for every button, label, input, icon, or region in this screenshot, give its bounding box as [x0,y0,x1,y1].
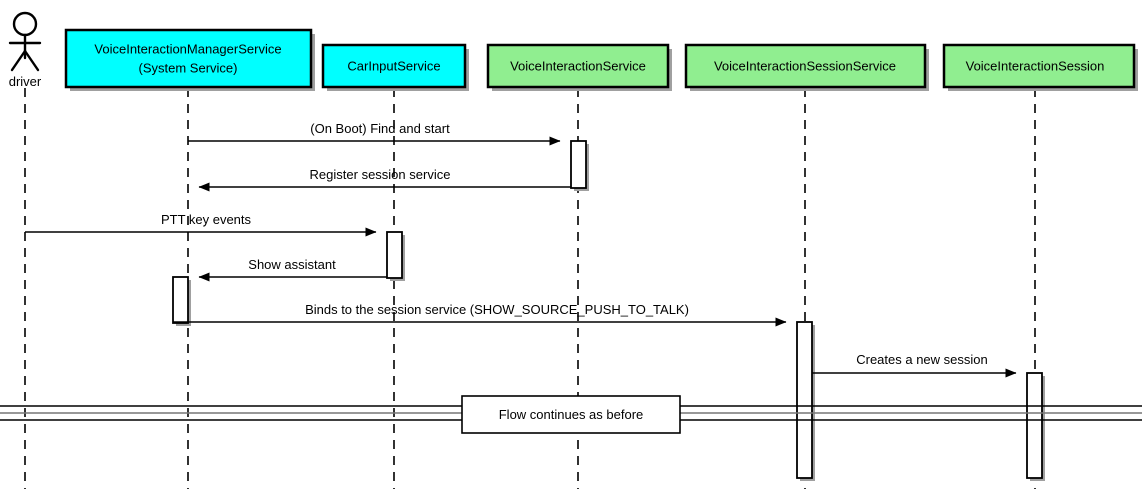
participant-vims-label-line1: VoiceInteractionManagerService [94,41,281,56]
participant-viss-box[interactable] [684,43,927,89]
activation-carinput [386,231,405,281]
message-show-assistant: Show assistant [198,257,387,282]
message-label: (On Boot) Find and start [310,121,450,136]
participant-vis-box[interactable] [486,43,670,89]
participant-visession-box[interactable] [942,43,1136,89]
activations-group [172,140,1045,481]
activation-viss-bar [796,321,813,479]
flow-divider-note-label: Flow continues as before [499,407,644,422]
participant-visession[interactable]: VoiceInteractionSession [942,43,1138,91]
participant-carinput-box[interactable] [321,43,467,89]
message-label: Show assistant [248,257,336,272]
actor-leg-left-icon [10,49,27,72]
message-on-boot-find-and-start: (On Boot) Find and start [188,121,561,146]
activation-viss [796,321,815,481]
driver-actor: driver [9,11,42,89]
activation-vis-bar [570,140,587,189]
message-ptt-key-events: PTT key events [25,212,377,237]
activation-vims-bar [172,276,189,324]
driver-actor-label: driver [9,74,42,89]
message-label: Binds to the session service (SHOW_SOURC… [305,302,689,317]
participant-carinput[interactable]: CarInputService [321,43,469,91]
actor-head-icon [12,11,38,37]
participant-vims-label-line2: (System Service) [139,60,238,75]
participant-viss[interactable]: VoiceInteractionSessionService [684,43,929,91]
activation-carinput-bar [386,231,403,279]
message-label: Creates a new session [856,352,988,367]
participant-vims[interactable]: VoiceInteractionManagerService (System S… [64,28,315,91]
message-register-session-service: Register session service [198,167,571,192]
message-binds-to-session-service: Binds to the session service (SHOW_SOURC… [173,302,787,327]
participant-viss-label: VoiceInteractionSessionService [714,58,896,73]
flow-divider: Flow continues as before [0,395,1142,434]
participant-vims-box[interactable] [64,28,313,89]
flow-divider-note-box [461,395,681,434]
message-label: PTT key events [161,212,252,227]
message-label: Register session service [310,167,451,182]
participant-carinput-label: CarInputService [347,58,440,73]
participant-visession-label: VoiceInteractionSession [966,58,1105,73]
activation-vis [570,140,589,191]
activation-visession [1026,372,1045,481]
activation-visession-bar [1026,372,1043,479]
participant-vis-label: VoiceInteractionService [510,58,646,73]
activation-vims [172,276,191,326]
actor-leg-right-icon [23,49,40,72]
participant-vis[interactable]: VoiceInteractionService [486,43,672,91]
message-creates-a-new-session: Creates a new session [812,352,1017,378]
